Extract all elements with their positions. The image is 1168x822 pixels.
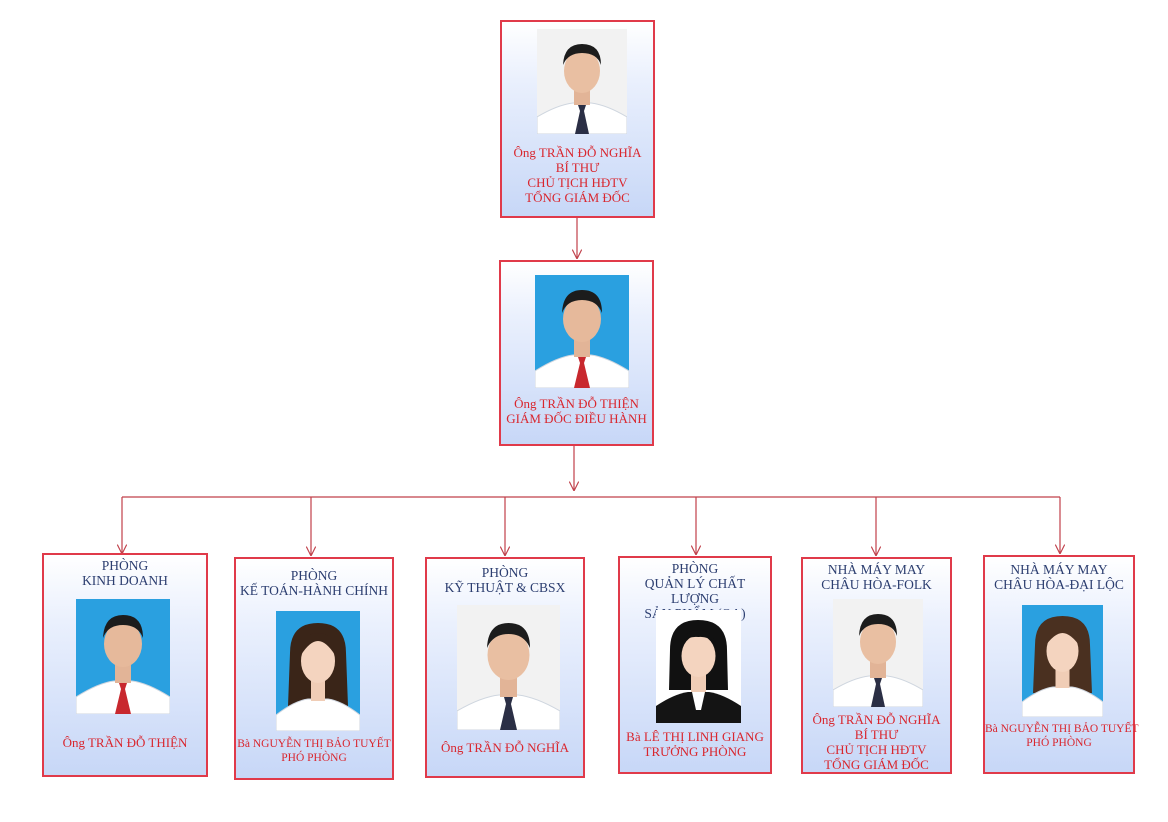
org-node-chairman: Ông TRẦN ĐỖ NGHĨA BÍ THƯ CHỦ TỊCH HĐTV T…	[500, 20, 655, 218]
caption-line: TỔNG GIÁM ĐỐC	[824, 757, 929, 772]
caption-line: GIÁM ĐỐC ĐIỀU HÀNH	[506, 411, 647, 426]
caption-line: Bà NGUYỄN THỊ BẢO TUYẾT	[237, 738, 391, 750]
person-portrait-icon	[457, 605, 560, 730]
caption-line: Ông TRẦN ĐỖ THIỆN	[514, 396, 639, 411]
title-line: PHÒNG	[481, 565, 529, 580]
title-line: NHÀ MÁY MAY	[827, 562, 926, 577]
person-portrait-icon	[276, 611, 360, 731]
org-node-sales-department: PHÒNG KINH DOANH Ông TRẦN ĐỖ THIỆN	[42, 553, 208, 777]
caption-dailoc-factory: Bà NGUYỄN THỊ BẢO TUYẾT PHÓ PHÒNG	[985, 722, 1139, 750]
caption-accounting: Bà NGUYỄN THỊ BẢO TUYẾT PHÓ PHÒNG	[236, 737, 392, 765]
caption-line: Bà LÊ THỊ LINH GIANG	[626, 729, 764, 744]
portrait-photo-sales	[76, 599, 170, 714]
department-title: NHÀ MÁY MAY CHÂU HÒA-ĐẠI LỘC	[985, 562, 1133, 592]
department-title: NHÀ MÁY MAY CHÂU HÒA-FOLK	[803, 562, 950, 592]
person-portrait-icon	[76, 599, 170, 714]
title-line: KINH DOANH	[82, 573, 168, 588]
caption-line: Ông TRẦN ĐỖ THIỆN	[62, 735, 188, 750]
org-node-executive-director: Ông TRẦN ĐỖ THIỆN GIÁM ĐỐC ĐIỀU HÀNH	[499, 260, 654, 446]
caption-line: Bà NGUYỄN THỊ BẢO TUYẾT	[985, 723, 1139, 735]
caption-line: CHỦ TỊCH HĐTV	[527, 175, 628, 190]
caption-line: PHÓ PHÒNG	[281, 752, 347, 764]
caption-line: Ông TRẦN ĐỖ NGHĨA	[513, 145, 642, 160]
caption-line: Ông TRẦN ĐỖ NGHĨA	[441, 740, 569, 755]
caption-folk-factory: Ông TRẦN ĐỖ NGHĨA BÍ THƯ CHỦ TỊCH HĐTV T…	[803, 712, 950, 772]
portrait-photo-quality	[656, 610, 741, 723]
title-line: CHÂU HÒA-ĐẠI LỘC	[994, 577, 1124, 592]
caption-line: TRƯỞNG PHÒNG	[643, 744, 747, 759]
portrait-photo-accounting	[276, 611, 360, 731]
org-node-folk-factory: NHÀ MÁY MAY CHÂU HÒA-FOLK Ông TRẦN ĐỖ NG…	[801, 557, 952, 774]
department-title: PHÒNG KINH DOANH	[44, 558, 206, 588]
caption-line: TỔNG GIÁM ĐỐC	[525, 190, 630, 205]
caption-sales: Ông TRẦN ĐỖ THIỆN	[44, 735, 206, 750]
caption-line: CHỦ TỊCH HĐTV	[826, 742, 927, 757]
title-line: PHÒNG	[671, 561, 719, 576]
title-line: PHÒNG	[101, 558, 149, 573]
person-portrait-icon	[1022, 605, 1103, 717]
portrait-photo-chairman	[537, 29, 627, 134]
caption-line: BÍ THƯ	[555, 160, 600, 175]
caption-line: PHÓ PHÒNG	[1026, 737, 1092, 749]
department-title: PHÒNG KỸ THUẬT & CBSX	[427, 565, 583, 595]
org-node-technical-department: PHÒNG KỸ THUẬT & CBSX Ông TRẦN ĐỖ NGHĨA	[425, 557, 585, 778]
caption-quality: Bà LÊ THỊ LINH GIANG TRƯỞNG PHÒNG	[620, 729, 770, 759]
caption-chairman: Ông TRẦN ĐỖ NGHĨA BÍ THƯ CHỦ TỊCH HĐTV T…	[502, 145, 653, 205]
org-node-dailoc-factory: NHÀ MÁY MAY CHÂU HÒA-ĐẠI LỘC Bà NGUYỄN T…	[983, 555, 1139, 774]
caption-line: BÍ THƯ	[854, 727, 899, 742]
caption-executive-director: Ông TRẦN ĐỖ THIỆN GIÁM ĐỐC ĐIỀU HÀNH	[501, 396, 652, 426]
title-line: NHÀ MÁY MAY	[1010, 562, 1108, 577]
portrait-photo-folk-factory	[833, 599, 923, 707]
caption-technical: Ông TRẦN ĐỖ NGHĨA	[427, 740, 583, 755]
portrait-photo-dailoc-factory	[1022, 605, 1103, 717]
department-title: PHÒNG KẾ TOÁN-HÀNH CHÍNH	[236, 568, 392, 598]
title-line: CHÂU HÒA-FOLK	[821, 577, 932, 592]
person-portrait-icon	[833, 599, 923, 707]
portrait-photo-executive-director	[535, 275, 629, 388]
person-portrait-icon	[537, 29, 627, 134]
person-portrait-icon	[535, 275, 629, 388]
title-line: QUẢN LÝ CHẤT LƯỢNG	[644, 576, 746, 606]
caption-line: Ông TRẦN ĐỖ NGHĨA	[812, 712, 941, 727]
org-node-quality-department: PHÒNG QUẢN LÝ CHẤT LƯỢNG SẢN PHẨM (QA) B…	[618, 556, 772, 774]
title-line: PHÒNG	[290, 568, 338, 583]
portrait-photo-technical	[457, 605, 560, 730]
person-portrait-icon	[656, 610, 741, 723]
title-line: KỸ THUẬT & CBSX	[444, 580, 566, 595]
org-node-accounting-department: PHÒNG KẾ TOÁN-HÀNH CHÍNH Bà NGUYỄN THỊ B…	[234, 557, 394, 780]
title-line: KẾ TOÁN-HÀNH CHÍNH	[240, 583, 388, 598]
